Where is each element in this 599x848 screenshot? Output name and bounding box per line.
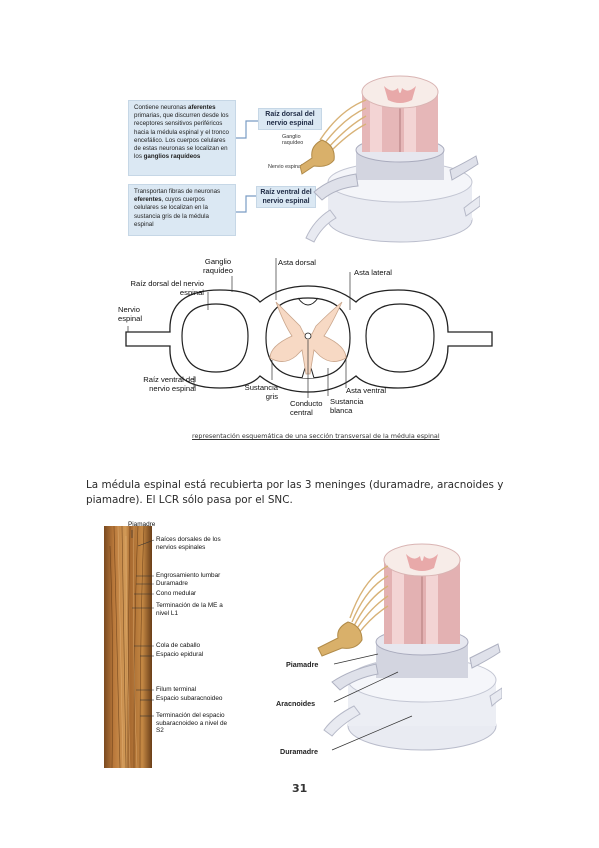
photo-label-engrosamiento: Engrosamiento lumbar [156,572,221,579]
meninges-label-duramadre: Duramadre [280,747,318,756]
afferent-note: Contiene neuronas aferentes primarias, q… [128,100,236,176]
label-conducto: Conducto central [290,399,323,417]
afferent-note-text: Contiene neuronas [134,104,189,111]
label-asta-dorsal: Asta dorsal [278,258,316,267]
meninges-paragraph: La médula espinal está recubierta por la… [86,479,504,506]
page-number: 31 [292,782,308,795]
label-nervio: Nervio espinal [118,305,143,323]
label-ganglio: Ganglio raquídeo [203,257,233,275]
photo-label-duramadre: Duramadre [156,580,188,587]
label-raiz-dorsal: Raíz dorsal del nervio espinal [130,279,204,297]
meninges-illustration [317,543,502,751]
efferent-note: Transportan fibras de neuronas eferentes… [128,184,236,236]
photo-label-subaracnoideo: Espacio subaracnoideo [156,695,223,702]
cross-section-diagram [125,258,493,398]
label-asta-lateral: Asta lateral [354,268,392,277]
efferent-note-text-2: , cuyos cuerpos celulares se localizan e… [134,196,209,228]
photo-label-piamadre: Piamadre [128,521,156,528]
photo-label-cono: Cono medular [156,590,197,597]
photo-label-terminacion-espacio: Terminación del espacio subaracnoideo a … [156,712,228,735]
photo-label-terminacion-me: Terminación de la ME a nivel L1 [156,602,223,617]
photo-label-cola: Cola de caballo [156,642,201,649]
label-asta-ventral: Asta ventral [346,386,387,395]
meninges-label-piamadre: Piamadre [286,660,319,669]
photo-label-filum: Filum terminal [156,686,197,693]
photo-label-raices: Raíces dorsales de los nervios espinales [156,536,221,551]
cross-section-caption: representación esquemática de una secció… [192,432,440,440]
afferent-note-text-2: primarias, que discurren desde los recep… [134,112,229,161]
afferent-note-bold-2: ganglios raquídeos [143,153,201,161]
efferent-note-bold: eferentes [134,196,162,204]
label-raiz-ventral: Raíz ventral del nervio espinal [143,375,196,393]
spinal-cord-illustration-top [300,75,480,243]
efferent-note-text: Transportan fibras de neuronas [134,188,221,195]
spinal-nerve-label: Nervio espinal [268,164,303,170]
dorsal-root-tag: Raíz dorsal del nervio espinal [258,108,322,130]
ganglion-label: Ganglio raquídeo [282,134,304,147]
ventral-root-tag: Raíz ventral del nervio espinal [256,186,316,208]
label-sustancia-blanca: Sustancia blanca [330,397,364,415]
afferent-note-bold-1: aferentes [188,104,216,111]
photo-label-epidural: Espacio epidural [156,651,204,658]
label-sustancia-gris: Sustancia gris [244,383,278,401]
meninges-label-aracnoides: Aracnoides [276,699,316,708]
spinal-canal-photo [104,526,152,768]
